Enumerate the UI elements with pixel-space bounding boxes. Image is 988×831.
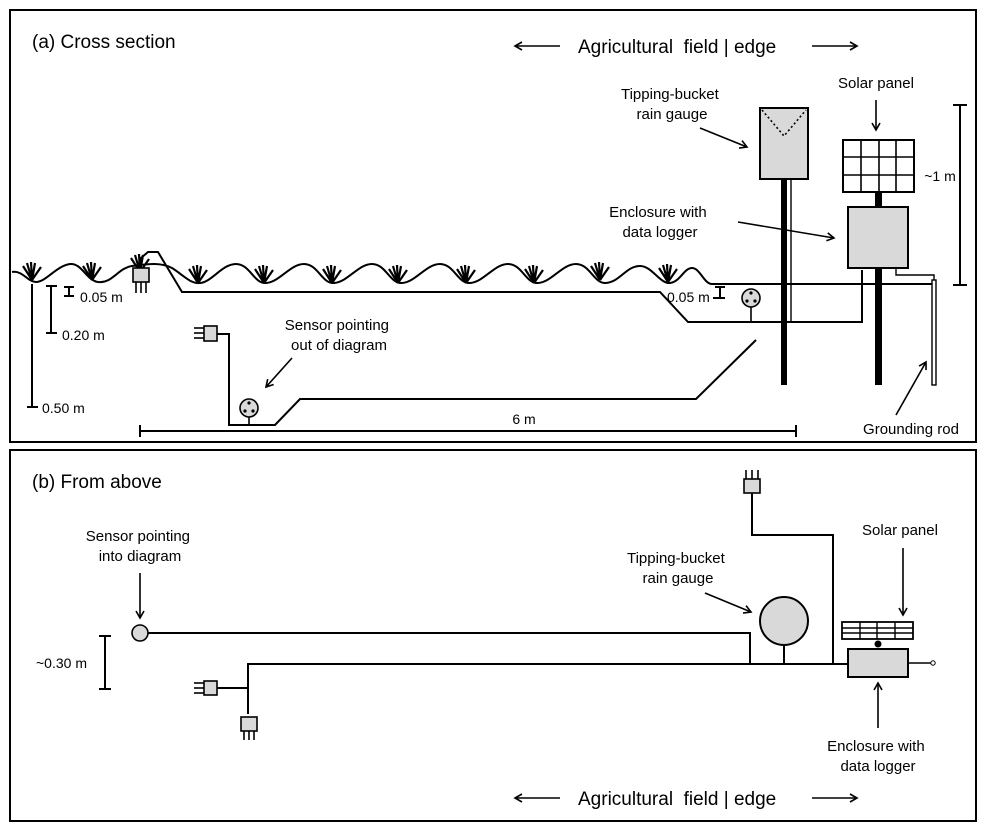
dimension-label: 6 m [512, 411, 535, 427]
arrow-icon [264, 357, 293, 389]
plant-icon [81, 260, 103, 282]
grounding-rod [931, 279, 937, 386]
dimension-label: 0.05 m [667, 289, 710, 305]
panel-from-above: (b) From above Sensor pointing into diag… [9, 449, 977, 822]
dimension-label: 0.50 m [42, 400, 85, 416]
solar-panel-label-a: Solar panel [838, 75, 914, 92]
mid-probe-sensor [194, 325, 218, 342]
plant-icon [187, 263, 209, 285]
probe-horizontal [194, 680, 218, 696]
panel-a-border [9, 9, 977, 443]
dimension-label: ~1 m [924, 168, 956, 184]
ground-surface [11, 262, 936, 285]
sensor-out-label: Sensor pointing out of diagram [285, 317, 393, 354]
solar-panel-label-b: Solar panel [862, 522, 938, 539]
grounding-rod-top [930, 660, 936, 666]
solar-panel-side [842, 139, 915, 207]
rain-gauge-label-a: Tipping-bucket rain gauge [621, 86, 723, 123]
arrow-icon [737, 221, 836, 242]
enclosure-label-b: Enclosure with data logger [827, 738, 929, 775]
sensor-into-label: Sensor pointing into diagram [86, 528, 194, 565]
rain-gauge-side [759, 107, 809, 385]
sensor-into-diagram [131, 624, 149, 642]
arrow-icon [704, 592, 753, 614]
dimension-spacing: ~0.30 m [36, 635, 111, 690]
rain-gauge-top [759, 596, 809, 646]
direction-indicator-a: Agricultural field | edge [513, 37, 859, 58]
cable-mid-deep [217, 333, 757, 426]
rain-gauge-label-b: Tipping-bucket rain gauge [627, 550, 729, 587]
arrow-icon [699, 127, 749, 149]
dimension-label: 0.05 m [80, 289, 123, 305]
dimension-label: ~0.30 m [36, 655, 87, 671]
enclosure-side [847, 206, 935, 385]
dimension-label: 0.20 m [62, 327, 105, 343]
plant-icon [455, 263, 477, 285]
arrow-icon [895, 360, 927, 416]
edge-sensor-out [741, 288, 761, 322]
direction-indicator-b: Agricultural field | edge [513, 789, 859, 810]
panel-cross-section: (a) Cross section Agricultural field | e… [9, 9, 977, 443]
probe-vertical-down [240, 716, 258, 740]
direction-label-a: Agricultural field | edge [578, 37, 776, 58]
direction-label-b: Agricultural field | edge [578, 789, 776, 810]
deep-sensor-out [239, 398, 259, 425]
probe-vertical-up [743, 470, 761, 494]
panel-b-border [9, 449, 977, 822]
cable-top [148, 632, 751, 664]
plant-icon [523, 263, 545, 285]
solar-panel-top [841, 621, 914, 648]
cable-shallow [140, 251, 863, 323]
dimension-length: 6 m [139, 411, 797, 437]
plant-icon [387, 263, 409, 285]
panel-a-title: (a) Cross section [32, 32, 176, 53]
dimension-height: ~1 m [924, 104, 967, 286]
panel-b-title: (b) From above [32, 472, 162, 493]
enclosure-top [847, 648, 909, 678]
grounding-rod-label: Grounding rod [863, 421, 959, 438]
enclosure-label-a: Enclosure with data logger [609, 204, 711, 241]
dimension-depths: 0.50 m 0.20 m 0.05 m 0.05 m [27, 284, 725, 416]
cable-main [247, 663, 848, 714]
cable-upper [751, 493, 834, 664]
